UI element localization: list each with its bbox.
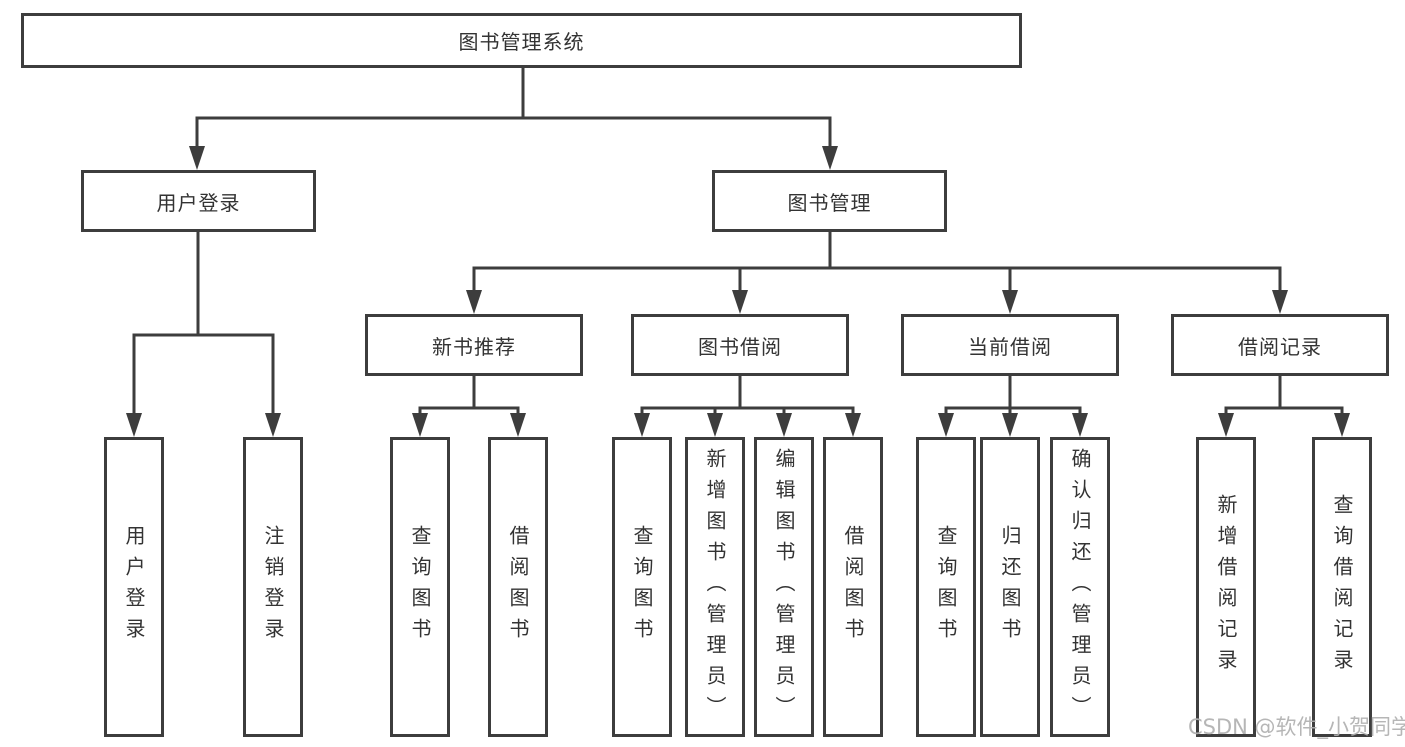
- edge-book-borrow-to-leaves: [634, 376, 861, 437]
- node-new-book-recommend: 新书推荐: [365, 314, 583, 376]
- leaf-nbr-query-books: 查询图书: [390, 437, 450, 737]
- csdn-watermark: CSDN @软件_小贺同学: [1188, 715, 1405, 739]
- edge-borrow-records-to-leaves: [1218, 376, 1350, 437]
- leaf-bb-add-books-admin: 新增图书（管理员）: [685, 437, 745, 737]
- leaf-br-query-record: 查询借阅记录: [1312, 437, 1372, 737]
- edge-new-book-recommend-to-leaves: [412, 376, 526, 437]
- leaf-cb-return-books: 归还图书: [980, 437, 1040, 737]
- edge-user-login-to-leaves: [126, 232, 281, 437]
- node-current-borrow: 当前借阅: [901, 314, 1119, 376]
- edge-current-borrow-to-leaves: [938, 376, 1088, 437]
- leaf-logout: 注销登录: [243, 437, 303, 737]
- node-user-login: 用户登录: [81, 170, 316, 232]
- leaf-user-login: 用户登录: [104, 437, 164, 737]
- leaf-cb-confirm-return-admin: 确认归还（管理员）: [1050, 437, 1110, 737]
- node-borrow-records: 借阅记录: [1171, 314, 1389, 376]
- leaf-nbr-borrow-books: 借阅图书: [488, 437, 548, 737]
- edge-root-to-level2: [189, 68, 838, 170]
- leaf-bb-borrow-books: 借阅图书: [823, 437, 883, 737]
- leaf-cb-query-books: 查询图书: [916, 437, 976, 737]
- leaf-br-add-record: 新增借阅记录: [1196, 437, 1256, 737]
- node-book-management: 图书管理: [712, 170, 947, 232]
- leaf-bb-query-books: 查询图书: [612, 437, 672, 737]
- leaf-bb-edit-books-admin: 编辑图书（管理员）: [754, 437, 814, 737]
- node-root-system: 图书管理系统: [21, 13, 1022, 68]
- edge-book-management-to-level3: [466, 232, 1288, 314]
- node-book-borrow: 图书借阅: [631, 314, 849, 376]
